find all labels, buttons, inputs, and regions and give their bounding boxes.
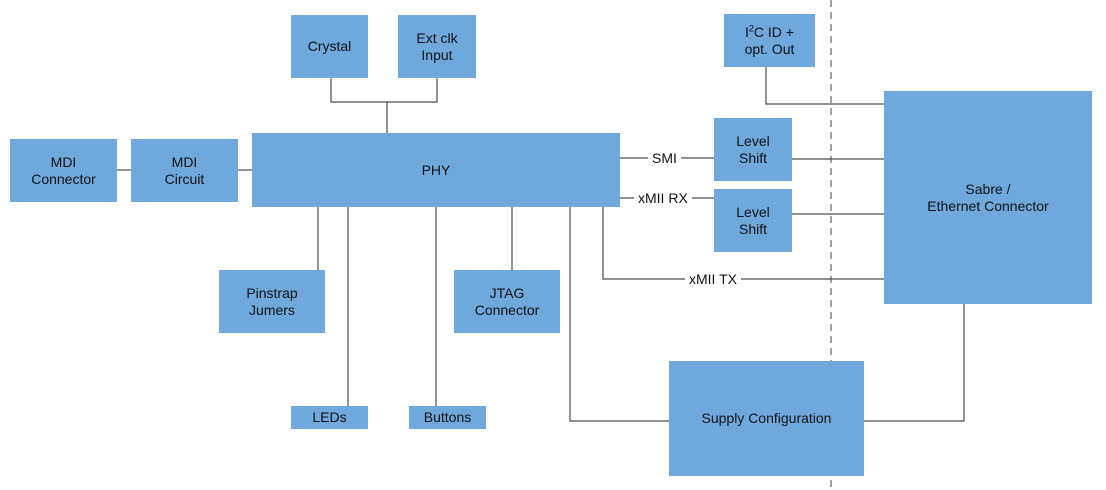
sabre-label: Sabre / Ethernet Connector	[927, 180, 1049, 214]
i2c-superscript: 2	[748, 22, 754, 33]
level-shift-2-label: Level Shift	[736, 203, 770, 237]
i2c-to-sabre-line	[765, 67, 884, 105]
phy-xmii-tx-line	[602, 207, 884, 280]
phy-label: PHY	[421, 161, 451, 178]
crystal-to-phy-line	[330, 78, 388, 133]
mdi-circuit-block: MDI Circuit	[131, 139, 238, 202]
level-shift-2-block: Level Shift	[714, 189, 792, 252]
pinstrap-label: Pinstrap Jumers	[246, 284, 298, 318]
i2c-id-label: I2C ID + opt. Out	[744, 22, 795, 58]
extclk-to-phy-line	[387, 78, 438, 103]
jtag-connector-block: JTAG Connector	[454, 270, 560, 333]
ext-clk-label: Ext clk Input	[416, 29, 458, 63]
crystal-label: Crystal	[307, 38, 352, 54]
sabre-to-supply-line	[864, 304, 965, 422]
mdi-circuit-label: MDI Circuit	[164, 153, 205, 187]
crystal-block: Crystal	[291, 15, 368, 78]
i2c-prefix: I	[745, 23, 749, 40]
phy-block: PHY	[252, 133, 620, 207]
phy-to-supply-line	[569, 207, 669, 422]
mdi-connector-label: MDI Connector	[31, 153, 96, 187]
ext-clk-input-block: Ext clk Input	[398, 15, 476, 78]
xmii-rx-signal-label: xMII RX	[634, 190, 692, 206]
buttons-block: Buttons	[409, 406, 486, 429]
leds-label: LEDs	[312, 409, 347, 425]
buttons-label: Buttons	[423, 409, 472, 425]
sabre-ethernet-connector-block: Sabre / Ethernet Connector	[884, 91, 1092, 304]
pinstrap-jumpers-block: Pinstrap Jumers	[219, 270, 325, 333]
i2c-id-block: I2C ID + opt. Out	[724, 14, 815, 67]
smi-signal-label: SMI	[648, 150, 681, 166]
supply-label: Supply Configuration	[701, 410, 832, 426]
xmii-tx-signal-label: xMII TX	[685, 271, 741, 287]
level-shift-1-block: Level Shift	[714, 118, 792, 181]
jtag-label: JTAG Connector	[474, 284, 540, 318]
level-shift-1-label: Level Shift	[736, 132, 770, 166]
leds-block: LEDs	[291, 406, 368, 429]
supply-configuration-block: Supply Configuration	[669, 361, 864, 476]
i2c-rest: C ID + opt. Out	[744, 23, 795, 57]
mdi-connector-block: MDI Connector	[10, 139, 117, 202]
